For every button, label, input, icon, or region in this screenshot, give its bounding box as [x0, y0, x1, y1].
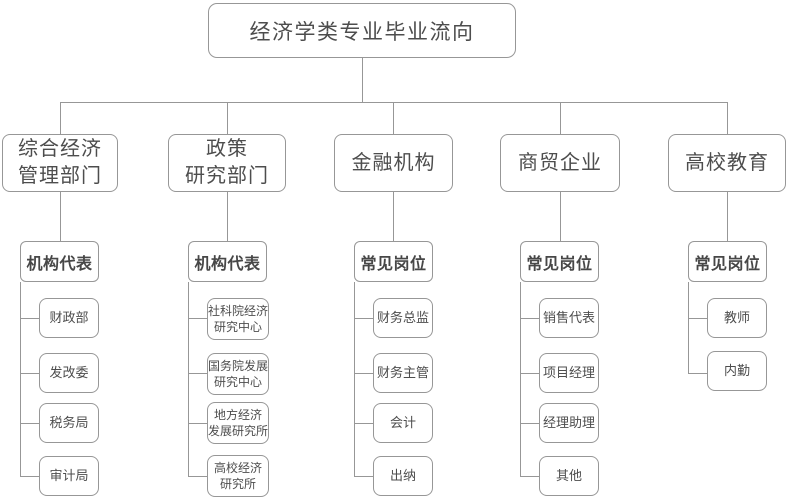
- connector-branch-bar: [60, 102, 728, 103]
- connector-drop-branch-3: [393, 102, 394, 134]
- connector-tree-1: [20, 282, 21, 476]
- connector-sub-drop-2: [227, 192, 228, 241]
- connector-sub-drop-5: [727, 192, 728, 241]
- leaf-box: 其他: [539, 456, 599, 496]
- connector-stub: [20, 476, 39, 477]
- chart-title: 经济学类专业毕业流向: [208, 3, 516, 58]
- connector-stub: [20, 423, 39, 424]
- sub-box-5: 常见岗位: [688, 241, 767, 282]
- connector-stub: [520, 423, 539, 424]
- leaf-box: 国务院发展 研究中心: [207, 353, 269, 395]
- branch-box-higher-education: 高校教育: [668, 134, 786, 192]
- connector-drop-branch-2: [227, 102, 228, 134]
- leaf-box: 经理助理: [539, 403, 599, 443]
- leaf-box: 高校经济 研究所: [207, 455, 269, 497]
- connector-stub: [520, 373, 539, 374]
- connector-stub: [354, 476, 373, 477]
- connector-sub-drop-4: [560, 192, 561, 241]
- leaf-box: 税务局: [39, 403, 99, 443]
- branch-box-financial-institutions: 金融机构: [334, 134, 453, 192]
- connector-stub: [688, 373, 707, 374]
- connector-tree-2: [188, 282, 189, 476]
- connector-stub: [354, 373, 373, 374]
- sub-box-2: 机构代表: [188, 241, 267, 282]
- connector-stub: [188, 476, 207, 477]
- leaf-box: 教师: [707, 298, 767, 338]
- leaf-box: 社科院经济 研究中心: [207, 298, 269, 340]
- connector-stub: [688, 318, 707, 319]
- connector-stub: [188, 318, 207, 319]
- leaf-box: 发改委: [39, 353, 99, 393]
- leaf-box: 财政部: [39, 298, 99, 338]
- connector-stub: [188, 373, 207, 374]
- connector-tree-4: [520, 282, 521, 476]
- leaf-box: 销售代表: [539, 298, 599, 338]
- connector-stub: [188, 423, 207, 424]
- connector-drop-branch-4: [560, 102, 561, 134]
- connector-stub: [520, 476, 539, 477]
- branch-box-trade-enterprises: 商贸企业: [500, 134, 620, 192]
- leaf-box: 地方经济 发展研究所: [207, 402, 269, 444]
- leaf-box: 会计: [373, 403, 433, 443]
- connector-sub-drop-3: [393, 192, 394, 241]
- connector-stub: [20, 318, 39, 319]
- leaf-box: 出纳: [373, 456, 433, 496]
- leaf-box: 项目经理: [539, 353, 599, 393]
- connector-sub-drop-1: [60, 192, 61, 241]
- connector-drop-branch-5: [727, 102, 728, 134]
- connector-stub: [20, 373, 39, 374]
- connector-drop-branch-1: [60, 102, 61, 134]
- branch-box-policy-research: 政策 研究部门: [168, 134, 286, 192]
- connector-stub: [354, 318, 373, 319]
- connector-tree-3: [354, 282, 355, 476]
- connector-stub: [354, 423, 373, 424]
- leaf-box: 内勤: [707, 351, 767, 391]
- sub-box-3: 常见岗位: [354, 241, 433, 282]
- leaf-box: 财务主管: [373, 353, 433, 393]
- connector-title-drop: [362, 58, 363, 102]
- sub-box-4: 常见岗位: [520, 241, 599, 282]
- leaf-box: 财务总监: [373, 298, 433, 338]
- sub-box-1: 机构代表: [20, 241, 99, 282]
- leaf-box: 审计局: [39, 456, 99, 496]
- branch-box-general-econ-admin: 综合经济 管理部门: [2, 134, 118, 192]
- connector-stub: [520, 318, 539, 319]
- connector-tree-5: [688, 282, 689, 373]
